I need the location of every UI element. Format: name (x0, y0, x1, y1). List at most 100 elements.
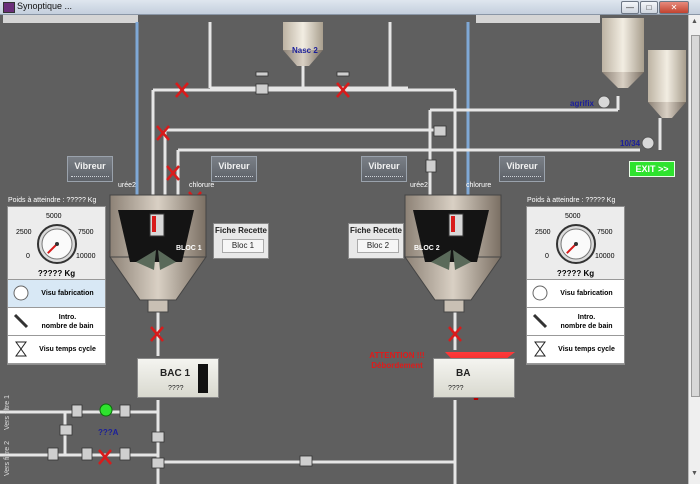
vertical-scrollbar[interactable]: ▲ ▼ (688, 15, 700, 484)
scroll-up-icon[interactable]: ▲ (691, 18, 698, 25)
visu-temps-cycle-button[interactable]: Visu temps cycle (527, 336, 624, 364)
valve-open[interactable] (59, 424, 73, 436)
button-label: Visu fabrication (41, 290, 94, 297)
valve-open[interactable] (151, 457, 165, 469)
vibreur-button-4[interactable]: Vibreur (499, 156, 545, 182)
window-title: Synoptique ... (17, 1, 73, 11)
label-vers-filtre1: Vers filtre 1 (4, 394, 11, 430)
gauge-tick: 5000 (46, 213, 62, 220)
fiche-title: Fiche Recette (214, 226, 268, 235)
label-vers-filtre2: Vers filtre 2 (4, 440, 11, 476)
alert-line: ATTENTION !!! (369, 351, 425, 360)
bac-qty: ???? (168, 385, 184, 392)
label-agrifix: agrifix (570, 99, 595, 108)
gauge-tick: 2500 (535, 229, 551, 236)
close-button[interactable]: ✕ (659, 1, 689, 14)
gauge-tick: 0 (26, 253, 30, 260)
mixer-bloc1 (109, 194, 207, 313)
process-diagram (0, 18, 686, 484)
valve-open[interactable] (71, 404, 83, 418)
pump-10-34[interactable] (641, 136, 655, 150)
gauge-tick: 10000 (76, 253, 96, 260)
label-qa: ???A (98, 428, 119, 437)
title-bar: Synoptique ... — □ ✕ (0, 0, 700, 15)
vibreur-button-3[interactable]: Vibreur (361, 156, 407, 182)
white-pipes (0, 22, 662, 484)
valve-closed[interactable] (156, 125, 170, 141)
control-panel-1: 5000 2500 7500 0 10000 ????? Kg Visu fab… (7, 206, 106, 365)
minimize-button[interactable]: — (621, 1, 639, 14)
visu-fabrication-button[interactable]: Visu fabrication (8, 280, 105, 308)
fiche-recette-bloc1[interactable]: Fiche Recette Bloc 1 (213, 223, 269, 259)
bac-level-bar (198, 364, 208, 393)
valve-closed[interactable] (175, 82, 189, 98)
button-label: Visu fabrication (560, 290, 613, 297)
valve-open[interactable] (299, 455, 313, 467)
vibreur-button-2[interactable]: Vibreur (211, 156, 257, 182)
valve-closed[interactable] (448, 326, 462, 342)
fiche-recette-bloc2[interactable]: Fiche Recette Bloc 2 (348, 223, 404, 259)
weight-gauge: 5000 2500 7500 0 10000 ????? Kg (527, 207, 624, 280)
bac-1[interactable]: BAC 1 ???? (137, 358, 219, 398)
intro-nombre-bain-button[interactable]: Intro. nombre de bain (527, 308, 624, 336)
label-chlorure-right: chlorure (466, 182, 492, 189)
gauge-needle (566, 243, 577, 254)
intro-nombre-bain-button[interactable]: Intro. nombre de bain (8, 308, 105, 336)
valve-closed[interactable] (98, 449, 112, 465)
scroll-down-icon[interactable]: ▼ (691, 470, 698, 477)
visu-fabrication-button[interactable]: Visu fabrication (527, 280, 624, 308)
label-10-34: 10/34 (620, 139, 641, 148)
label-bloc2: BLOC 2 (414, 245, 440, 252)
visu-temps-cycle-button[interactable]: Visu temps cycle (8, 336, 105, 364)
circle-icon (13, 285, 29, 301)
label-uree-right: urée2 (410, 182, 428, 189)
valve-closed[interactable] (336, 82, 350, 98)
weight-value: ????? Kg (37, 269, 76, 278)
top-panel-left (3, 15, 138, 23)
alert-line: Débordement (371, 361, 423, 370)
valve-open[interactable] (433, 125, 447, 137)
pump-agrifix[interactable] (597, 95, 611, 109)
maximize-button[interactable]: □ (640, 1, 658, 14)
mixer-bloc2 (404, 194, 502, 313)
valve-open[interactable] (47, 447, 59, 461)
control-panel-2: 5000 2500 7500 0 10000 ????? Kg Visu fab… (526, 206, 625, 365)
hourglass-icon (534, 341, 546, 357)
gauge-needle (47, 243, 58, 254)
app-icon (3, 2, 15, 13)
button-label: Visu temps cycle (39, 346, 96, 353)
label-nasc2: Nasc 2 (292, 46, 318, 55)
weight-gauge: 5000 2500 7500 0 10000 ????? Kg (8, 207, 105, 280)
weight-value: ????? Kg (556, 269, 595, 278)
label-bloc1: BLOC 1 (176, 245, 202, 252)
open-valves (47, 71, 447, 469)
valve-closed[interactable] (166, 165, 180, 181)
pump-status-lamp (99, 403, 113, 417)
gauge-tick: 7500 (597, 229, 613, 236)
silo-nasc2 (283, 22, 323, 66)
gauge-tick: 10000 (595, 253, 615, 260)
silo-10-34 (648, 50, 686, 118)
gauge-tick: 2500 (16, 229, 32, 236)
valve-open[interactable] (81, 447, 93, 461)
button-label: Intro. nombre de bain (41, 313, 94, 330)
valve-closed[interactable] (150, 326, 164, 342)
pencil-icon (532, 313, 548, 329)
poids-target-2: Poids à atteindre : ????? Kg (527, 197, 616, 204)
bac-2[interactable]: BA ???? (433, 358, 515, 398)
button-label: Intro. nombre de bain (560, 313, 613, 330)
valve-open[interactable] (119, 447, 131, 461)
valve-open[interactable] (119, 404, 131, 418)
gauge-tick: 0 (545, 253, 549, 260)
button-label: Visu temps cycle (558, 346, 615, 353)
fiche-value: Bloc 1 (222, 239, 264, 253)
vibreur-button-1[interactable]: Vibreur (67, 156, 113, 182)
valve-open[interactable] (151, 431, 165, 443)
scroll-thumb[interactable] (691, 35, 700, 397)
overflow-alert: ATTENTION !!! Débordement (362, 351, 432, 371)
valve-open[interactable] (255, 83, 269, 95)
valve-open[interactable] (425, 159, 437, 173)
silo-agrifix (602, 18, 644, 88)
exit-button[interactable]: EXIT >> (629, 161, 675, 177)
bac-qty: ???? (448, 385, 464, 392)
